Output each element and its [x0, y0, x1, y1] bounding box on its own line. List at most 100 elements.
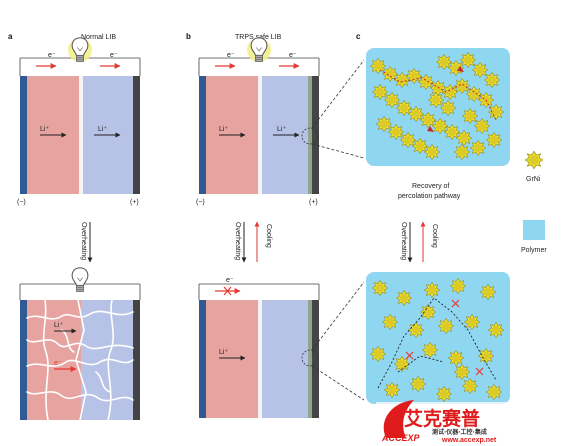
grni-particle [449, 277, 467, 295]
grni-particle [473, 117, 491, 135]
grni-particle [395, 289, 413, 307]
overheating-label: Overheating [400, 222, 407, 260]
blocked-cross-icon [223, 286, 232, 296]
lightbulb-off-icon [71, 267, 89, 293]
anode-layer [206, 300, 258, 418]
anode-collector [20, 76, 27, 194]
grni-particle [461, 107, 479, 125]
cathode-collector [133, 76, 140, 194]
grni-particle [371, 279, 389, 297]
electron-label: e⁻ [226, 277, 234, 284]
anode-collector [20, 300, 27, 420]
separator [258, 76, 262, 194]
watermark-url: www.accexp.net [441, 437, 497, 444]
normal-cell: e⁻ e⁻ Li⁺ Li⁺ (−) (+) [17, 37, 141, 206]
grni-particle [429, 79, 447, 97]
electron-label: e⁻ [110, 52, 118, 59]
cooling-label: Cooling [265, 224, 272, 248]
shutdown-cell: e⁻ Li⁺ [198, 277, 320, 418]
grni-particle [383, 381, 401, 399]
separator [79, 76, 83, 194]
grni-particle [479, 283, 497, 301]
grni-particle [369, 345, 387, 363]
watermark-brand-cn: 艾克赛普 [404, 407, 480, 430]
grni-particle [487, 321, 505, 339]
grni-particle [453, 363, 471, 381]
recovery-label: Recovery of [412, 183, 449, 190]
panel-a: a Normal LIB e⁻ e⁻ Li⁺ Li⁺ (−) (+) [8, 32, 141, 421]
positive-terminal-label: (+) [130, 199, 139, 206]
trps-layer [308, 300, 312, 418]
negative-terminal-label: (−) [17, 199, 26, 206]
grni-particle [469, 139, 487, 157]
grni-particle [463, 313, 481, 331]
panel-letter-a: a [8, 32, 13, 41]
electron-label: e⁻ [227, 52, 235, 59]
polymer-matrix-connected [366, 48, 510, 166]
separator [258, 300, 262, 418]
grni-particle [453, 143, 471, 161]
grni-particle [439, 99, 457, 117]
panel-letter-c: c [356, 32, 361, 41]
trps-layer [308, 76, 312, 194]
zoom-connectors [311, 59, 365, 401]
lithium-label: Li⁺ [40, 126, 49, 133]
electron-label: e⁻ [54, 360, 62, 367]
overheating-label: Overheating [234, 222, 241, 260]
electron-label: e⁻ [48, 52, 56, 59]
grni-particle [455, 129, 473, 147]
negative-terminal-label: (−) [196, 199, 205, 206]
broken-path [377, 297, 497, 389]
zoom-circle [301, 349, 319, 367]
watermark: 艾克赛普 ACCEXP 测试·仪器·工控·集成 www.accexp.net [376, 400, 570, 444]
zoom-circle [301, 127, 319, 145]
grni-particle [487, 103, 505, 121]
grni-particle [485, 383, 503, 401]
recovery-label-2: percolation pathway [398, 193, 461, 200]
grni-particle [387, 123, 405, 141]
grni-particle [435, 385, 453, 403]
conduction-arrow-heads [427, 66, 464, 132]
grni-particle [447, 349, 465, 367]
grni-particle [371, 83, 389, 101]
grni-particle [407, 321, 425, 339]
grni-particle [381, 313, 399, 331]
grni-particle [485, 131, 503, 149]
cathode-layer [262, 300, 308, 418]
broken-link-icon [405, 299, 484, 376]
cathode-collector [312, 300, 319, 418]
grni-particle [459, 51, 477, 69]
lithium-label: Li⁺ [219, 126, 228, 133]
grni-particle [423, 281, 441, 299]
accexp-logo-icon [383, 400, 414, 438]
grni-particle [461, 377, 479, 395]
grni-particle [369, 57, 387, 75]
lithium-label: Li⁺ [219, 349, 228, 356]
lithium-label: Li⁺ [277, 126, 286, 133]
panel-a-title: Normal LIB [81, 34, 116, 41]
panel-c: c Recovery of percolation pathway Overhe… [356, 32, 510, 404]
damaged-cell: Li⁺ e⁻ [19, 267, 141, 421]
cathode-collector [312, 76, 319, 194]
lithium-label: Li⁺ [54, 322, 63, 329]
watermark-brand-en: ACCEXP [381, 433, 421, 443]
grni-particle [383, 91, 401, 109]
grni-particle [477, 347, 495, 365]
grni-particle [427, 91, 445, 109]
grni-particle [375, 115, 393, 133]
grni-particle [421, 341, 439, 359]
grni-particle [483, 71, 501, 89]
conduction-path [379, 69, 497, 121]
polymer-legend-swatch [523, 220, 545, 240]
grni-particle [471, 61, 489, 79]
watermark-slogan: 测试·仪器·工控·集成 [432, 428, 487, 436]
grni-legend-icon [524, 150, 544, 170]
legend-polymer-label: Polymer [521, 247, 547, 254]
overheating-label: Overheating [80, 222, 87, 260]
thermal-cracks [26, 299, 134, 421]
anode-collector [199, 300, 206, 418]
cooling-label: Cooling [431, 224, 438, 248]
grni-particle [453, 77, 471, 95]
electron-label: e⁻ [289, 52, 297, 59]
